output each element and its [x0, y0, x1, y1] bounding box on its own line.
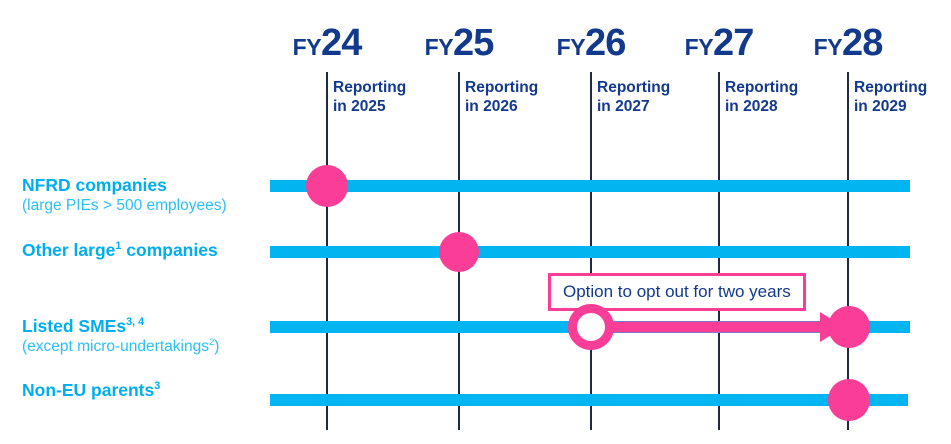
fy-header-fy25: FY25: [424, 22, 495, 64]
optout-callout-text: Option to opt out for two years: [563, 282, 791, 301]
marker-non-eu-parents-fy28: [828, 379, 870, 421]
reporting-line-2: in 2028: [725, 98, 778, 116]
optout-arrow-shaft: [614, 321, 824, 333]
fy-prefix: FY: [424, 34, 454, 60]
row-subtitle-tail: ): [214, 338, 220, 355]
timeline-bar-nfrd-companies: [270, 180, 910, 192]
row-title-text: Non-EU parents: [22, 380, 155, 400]
row-title-tail: companies: [121, 240, 218, 260]
fy-prefix: FY: [556, 34, 586, 60]
reporting-caption-fy26: Reporting in 2027: [597, 78, 670, 117]
marker-nfrd-fy24: [306, 165, 348, 207]
row-title: NFRD companies: [22, 175, 167, 195]
row-label-listed-smes: Listed SMEs3, 4 (except micro-undertakin…: [22, 316, 951, 356]
fy-header-fy24: FY24: [292, 22, 363, 64]
fy-number: 25: [453, 22, 494, 64]
row-title-footnote: 1: [115, 240, 122, 253]
fy-header-fy28: FY28: [813, 22, 884, 64]
marker-other-large-fy25: [439, 232, 479, 272]
row-title-text: Other large: [22, 240, 116, 260]
row-title-text: Listed SMEs: [22, 316, 127, 336]
marker-listed-smes-fy26-optional: [568, 304, 614, 350]
reporting-caption-fy24: Reporting in 2025: [333, 78, 406, 117]
fy-number: 26: [585, 22, 626, 64]
row-title: Listed SMEs3, 4: [22, 316, 951, 337]
row-subtitle-footnote: 2: [208, 336, 215, 348]
row-title-footnote: 3, 4: [126, 316, 145, 329]
fy-header-fy27: FY27: [684, 22, 755, 64]
fy-prefix: FY: [292, 34, 322, 60]
reporting-line-1: Reporting: [725, 79, 799, 96]
row-subtitle-text: (except micro-undertakings: [22, 338, 209, 355]
reporting-line-1: Reporting: [854, 79, 928, 96]
timeline-bar-non-eu-parents: [270, 394, 908, 406]
row-label-non-eu-parents: Non-EU parents3: [22, 380, 951, 401]
row-label-other-large-companies: Other large1 companies: [22, 240, 951, 261]
reporting-caption-fy28: Reporting in 2029: [854, 78, 927, 117]
row-label-nfrd-companies: NFRD companies (large PIEs > 500 employe…: [22, 175, 951, 215]
row-subtitle: (except micro-undertakings2): [22, 337, 951, 356]
reporting-line-2: in 2027: [597, 98, 650, 116]
reporting-line-1: Reporting: [597, 79, 671, 96]
row-title: Non-EU parents3: [22, 380, 951, 401]
reporting-line-1: Reporting: [333, 79, 407, 96]
reporting-caption-fy25: Reporting in 2026: [465, 78, 538, 117]
fy-prefix: FY: [684, 34, 714, 60]
reporting-line-1: Reporting: [465, 79, 539, 96]
row-title: Other large1 companies: [22, 240, 951, 261]
reporting-caption-fy27: Reporting in 2028: [725, 78, 798, 117]
fy-number: 27: [713, 22, 754, 64]
reporting-line-2: in 2026: [465, 98, 518, 116]
fy-prefix: FY: [813, 34, 843, 60]
row-subtitle: (large PIEs > 500 employees): [22, 197, 227, 214]
fy-number: 24: [321, 22, 362, 64]
row-title-footnote: 3: [154, 380, 161, 393]
reporting-line-2: in 2029: [854, 98, 907, 116]
marker-listed-smes-fy28: [828, 306, 870, 348]
reporting-line-2: in 2025: [333, 98, 386, 116]
timeline-bar-other-large-companies: [270, 246, 910, 258]
fy-number: 28: [842, 22, 883, 64]
fy-header-fy26: FY26: [556, 22, 627, 64]
